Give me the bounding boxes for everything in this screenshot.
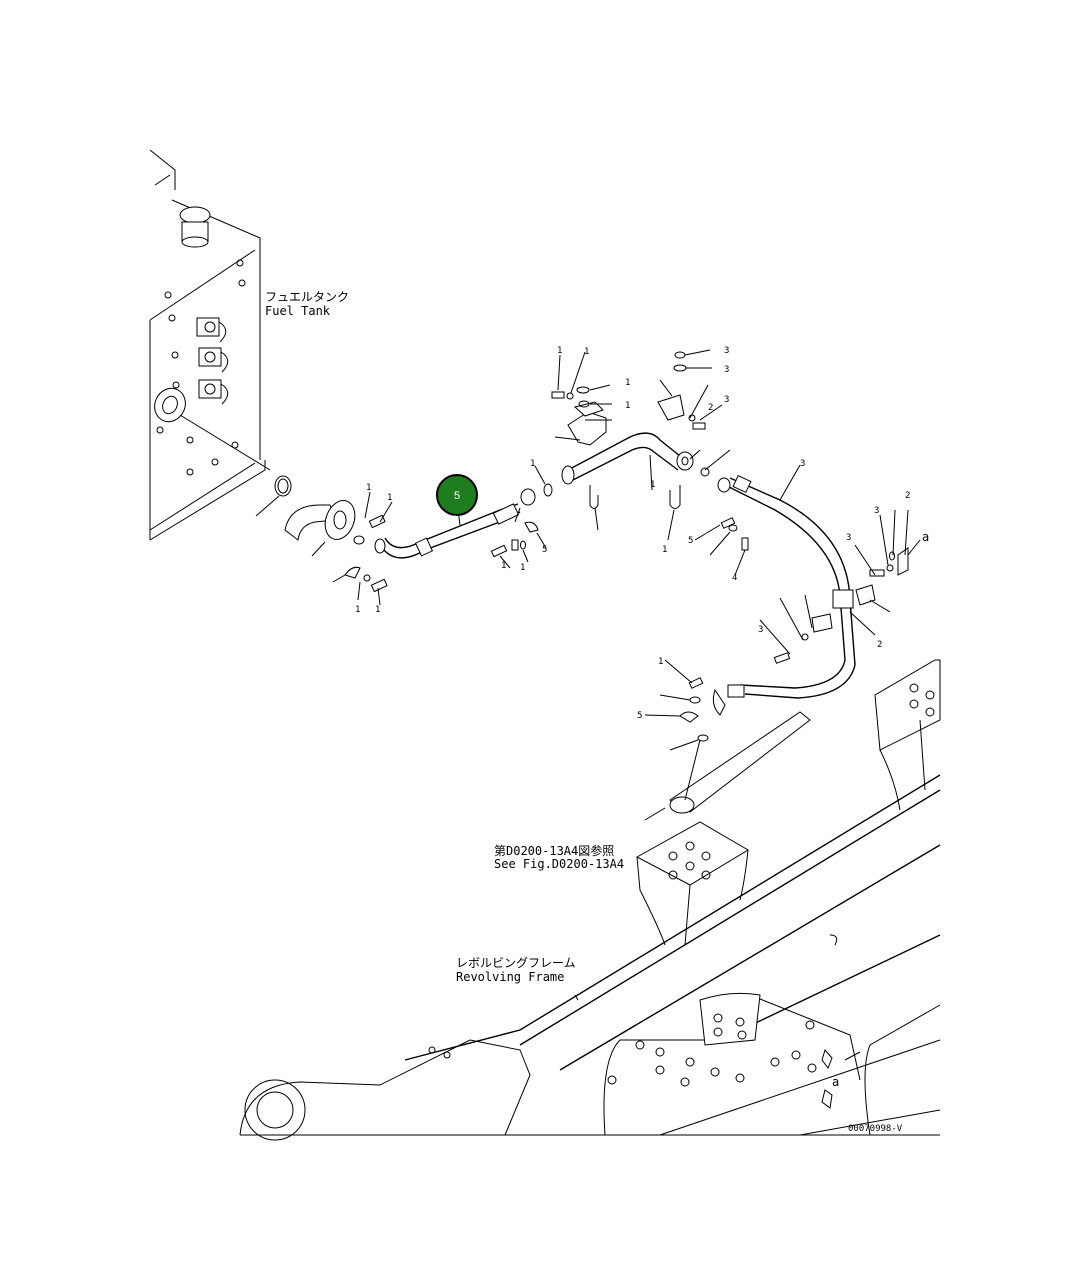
part-marker-5[interactable]: 5 (436, 474, 478, 516)
callout-number: 1 (650, 480, 655, 490)
callout-number: 3 (724, 395, 729, 405)
callout-number: 5 (688, 536, 693, 546)
callout-number: 1 (530, 459, 535, 469)
ref-a-bottom: a (832, 1075, 839, 1089)
callout-number: 1 (501, 561, 506, 571)
callout-number: 3 (758, 625, 763, 635)
callout-number: 3 (724, 346, 729, 356)
see-fig-label-en: See Fig.D0200-13A4 (494, 857, 624, 871)
callout-number: 5 (542, 545, 547, 555)
ref-a-top: a (922, 530, 929, 544)
elbow-assembly (255, 475, 393, 606)
callout-number: 1 (662, 545, 667, 555)
callout-number: 2 (905, 491, 910, 501)
callout-numbers: 1 1 1 1 1 1 1 1 1 1 1 1 1 1 2 2 2 3 3 3 … (355, 346, 910, 721)
right-hose: a (644, 464, 929, 723)
callout-number: 1 (387, 493, 392, 503)
callout-number: 1 (584, 347, 589, 357)
fuel-tank-label-jp: フュエルタンク (265, 290, 349, 304)
callout-number: 1 (625, 378, 630, 388)
callout-number: 1 (625, 401, 630, 411)
callout-number: 3 (800, 459, 805, 469)
callout-number: 3 (724, 365, 729, 375)
callout-number: 1 (375, 605, 380, 615)
reference-labels: 第D0200-13A4図参照 See Fig.D0200-13A4 レボルビング… (456, 843, 903, 1134)
callout-number: 1 (557, 346, 562, 356)
revolving-frame-label-en: Revolving Frame (456, 970, 564, 984)
callout-number: 1 (366, 483, 371, 493)
callout-number: 1 (520, 563, 525, 573)
callout-number: 1 (658, 657, 663, 667)
pipe-bracket-assembly (534, 349, 731, 541)
callout-number: 4 (732, 573, 737, 583)
callout-number: 5 (637, 711, 642, 721)
callout-number: 2 (708, 403, 713, 413)
hose-5 (374, 488, 547, 569)
callout-number: 3 (874, 506, 879, 516)
drawing-code: 00070998-V (848, 1124, 903, 1134)
marker-number[interactable]: 5 (454, 490, 460, 502)
fuel-tank: フュエルタンク Fuel Tank (149, 149, 349, 541)
callout-number: 2 (877, 640, 882, 650)
fuel-tank-label-en: Fuel Tank (265, 304, 331, 318)
revolving-frame: a (239, 659, 941, 1141)
lower-tube (644, 711, 811, 821)
revolving-frame-label-jp: レボルビングフレーム (456, 956, 576, 970)
see-fig-label-jp: 第D0200-13A4図参照 (494, 843, 614, 858)
marker-circle[interactable] (436, 474, 478, 516)
callout-number: 3 (846, 533, 851, 543)
callout-number: 1 (355, 605, 360, 615)
